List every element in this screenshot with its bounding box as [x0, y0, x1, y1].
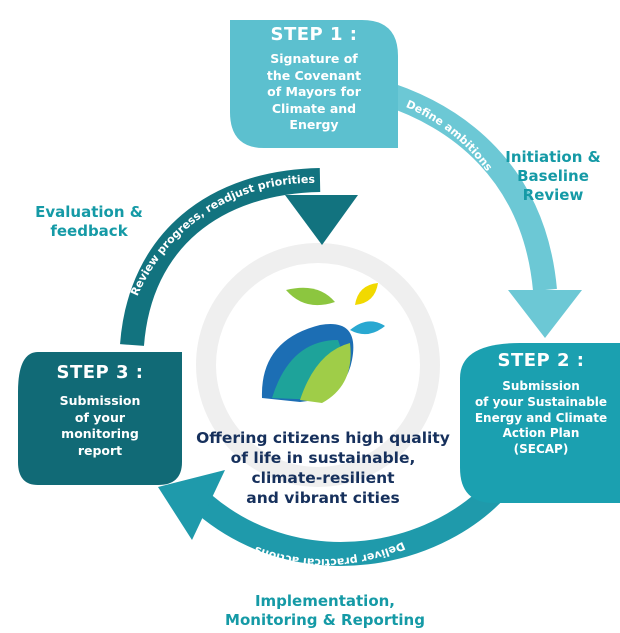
arrow-review-progress [120, 168, 321, 347]
step1-box: STEP 1 : Signature of the Covenant of Ma… [230, 24, 398, 134]
background-ring [196, 243, 440, 487]
center-statement: Offering citizens high quality of life i… [196, 429, 450, 508]
arrowhead-define [508, 290, 582, 338]
step2-text: Submission of your Sustainable Energy an… [474, 379, 608, 457]
arrowhead-review [285, 195, 358, 245]
phase-implementation: Implementation, Monitoring & Reporting [225, 592, 425, 630]
arrow-deliver-actions [197, 472, 515, 566]
arrowhead-deliver [158, 470, 225, 540]
phase-initiation: Initiation & Baseline Review [505, 148, 601, 205]
step1-shape [230, 20, 398, 148]
step3-box: STEP 3 : Submission of your monitoring r… [18, 362, 182, 459]
step3-text: Submission of your monitoring report [59, 393, 141, 458]
step3-title: STEP 3 : [56, 362, 144, 383]
step2-title: STEP 2 : [497, 350, 585, 371]
covenant-of-mayors-logo [261, 283, 385, 403]
step3-shape [18, 352, 182, 485]
step2-box: STEP 2 : Submission of your Sustainable … [462, 350, 620, 458]
step1-title: STEP 1 : [270, 24, 358, 45]
step1-text: Signature of the Covenant of Mayors for … [266, 51, 362, 132]
phase-evaluation: Evaluation & feedback [35, 203, 143, 241]
step2-shape [460, 343, 620, 503]
